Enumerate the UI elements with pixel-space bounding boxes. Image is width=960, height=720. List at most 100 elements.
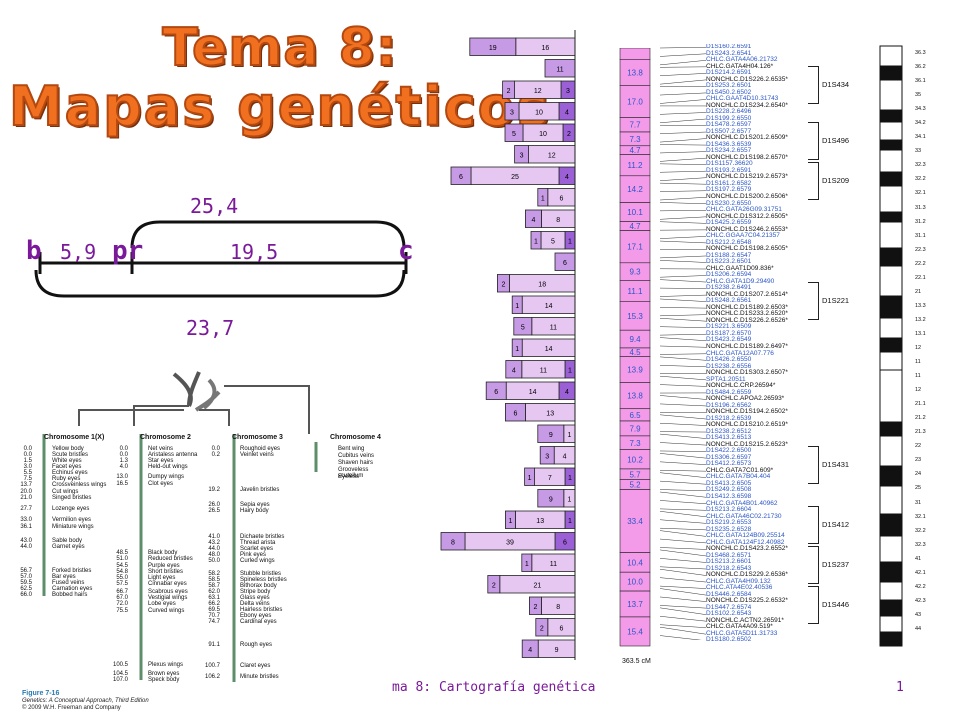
- locus-position: 58.5: [208, 577, 220, 584]
- marker-connector: [660, 384, 707, 387]
- locus-position: 3.0: [23, 464, 32, 470]
- locus-name: Scute bristles: [52, 452, 89, 458]
- locus-position: 54.5: [116, 563, 128, 570]
- bar-segment: [511, 295, 523, 314]
- marker-label: D1S412.3.6598: [706, 493, 752, 500]
- ideogram-band: [879, 317, 903, 339]
- marker-connector: [660, 616, 707, 622]
- marker-connector: [660, 151, 707, 154]
- marker-label: D1S1157.36620: [706, 160, 753, 168]
- marker-connector: [660, 307, 707, 309]
- ideogram-band: [879, 79, 903, 111]
- bar-value: 4: [565, 174, 569, 181]
- marker-connector: [660, 337, 707, 341]
- ideogram-band: [879, 185, 903, 213]
- locus-name: Lozenge eyes: [52, 505, 90, 512]
- locus-name: Bithorax body: [240, 583, 277, 590]
- locus-name: Scarlet eyes: [240, 546, 274, 553]
- bar-segment: [469, 37, 517, 56]
- band-label: 31: [915, 499, 922, 506]
- ideogram-band: [879, 265, 903, 297]
- ideogram-band: [879, 421, 903, 437]
- marker-label: CHLC.GATA124F12.40982: [706, 538, 785, 546]
- linkage-lines: [34, 220, 408, 298]
- marker-label: CHLC.GATA7B04.404: [706, 473, 771, 481]
- bar-segment: [513, 317, 533, 336]
- marker-label: D1S484.2.6559: [706, 388, 752, 396]
- bar-segment: [502, 80, 516, 99]
- locus-position: 1.5: [23, 458, 32, 464]
- marker-connector: [660, 365, 707, 368]
- marker-label: D1S199.2.6550: [706, 114, 752, 122]
- marker-connector: [660, 403, 707, 407]
- segment-value: 7.9: [629, 424, 641, 433]
- locus-position: 21.0: [20, 495, 32, 501]
- bar-value: 18: [538, 281, 546, 288]
- ideogram-band: [879, 211, 903, 223]
- band-label: 42.1: [915, 569, 926, 576]
- locus-name: Veinlet veins: [240, 452, 274, 458]
- map-segment: [619, 590, 651, 618]
- marker-label: NONCHLC.D1S198.2.6570*: [706, 153, 788, 161]
- marker-connector: [660, 314, 707, 317]
- marker-label: CHLC.GGAA7C04.21357: [706, 232, 780, 240]
- locus-name: Yellow body: [52, 446, 84, 452]
- band-label: 32.2: [915, 176, 926, 183]
- bar-segment: [524, 467, 536, 486]
- marker-label: D1S468.2.6571: [706, 551, 752, 559]
- marker-connector: [660, 538, 707, 544]
- marker-label: SPTA1.20511: [706, 375, 746, 383]
- segment-value: 13.8: [627, 68, 643, 77]
- locus-name: Delta veins: [240, 601, 270, 608]
- locus-name: Eyeless: [338, 474, 360, 480]
- bar-segment: [537, 188, 549, 207]
- locus-name: Glass eyes: [240, 595, 270, 602]
- bar-value: 1: [528, 475, 532, 482]
- locus-name: Held-out wings: [148, 464, 188, 470]
- band-label: 25: [915, 485, 922, 492]
- bar-value: 6: [559, 625, 563, 632]
- locus-position: 5.5: [23, 470, 32, 476]
- locus-name: Bar eyes: [52, 573, 76, 580]
- caption-book: Genetics: A Conceptual Approach, Third E…: [22, 698, 149, 704]
- marker-connector: [660, 433, 707, 439]
- segment-value: 9.3: [629, 268, 641, 277]
- locus-position: 16.5: [116, 481, 128, 488]
- marker-label: D1S249.2.6508: [706, 486, 752, 494]
- marker-label: D1S425.2.6559: [706, 219, 752, 227]
- marker-label: D1S230.2.6550: [706, 199, 752, 207]
- bar-segment: [440, 532, 466, 551]
- bar-value: 1: [515, 346, 519, 353]
- marker-connector: [660, 508, 707, 511]
- d1s-bracket: [808, 446, 819, 484]
- marker-label: D1S187.2.6570: [706, 329, 752, 337]
- marker-label: D1S188.2.6547: [706, 251, 752, 259]
- locus-position: 7.5: [23, 476, 32, 482]
- locus-position: 67.0: [116, 595, 128, 602]
- locus-name: Hairy body: [240, 507, 269, 514]
- chromosome-title: Chromosome 1(X): [44, 434, 105, 441]
- bar-value: 1: [568, 518, 572, 525]
- ideogram-band: [879, 535, 903, 563]
- band-label: 12: [915, 387, 922, 394]
- band-label: 21.1: [915, 401, 926, 408]
- locus-name: Star eyes: [148, 458, 174, 464]
- bar-value: 1: [525, 561, 529, 568]
- total-map-length: 363.5 cM: [622, 658, 651, 665]
- bar-value: 4: [528, 647, 532, 654]
- linkage-diagram: b 5,9 pr 19,5 c 25,4 23,7: [20, 190, 420, 350]
- locus-position: 0.0: [211, 446, 220, 452]
- band-label: 32.3: [915, 541, 926, 548]
- locus-name: Facet eyes: [52, 464, 82, 470]
- ideogram-band: [879, 109, 903, 123]
- bar-value: 9: [549, 432, 553, 439]
- marker-label: CHLC.GATA7C01.609*: [706, 466, 774, 474]
- ideogram-band: [879, 337, 903, 353]
- locus-name: Roughoid eyes: [240, 446, 281, 452]
- bar-value: 10: [539, 131, 547, 138]
- marker-label: D1S214.2.6591: [706, 69, 752, 77]
- marker-label: CHLC.ATA4E02.40536: [706, 584, 773, 592]
- marker-label: D1S193.2.6591: [706, 166, 752, 174]
- locus-name: Javelin bristles: [240, 487, 280, 494]
- title-line-2: Mapas genéticos: [8, 75, 552, 138]
